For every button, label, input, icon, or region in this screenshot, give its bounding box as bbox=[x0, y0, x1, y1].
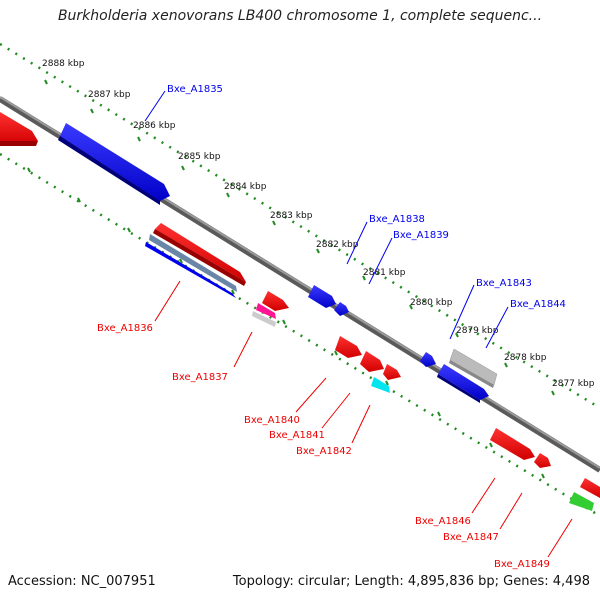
gene-red-small-2[interactable] bbox=[383, 364, 401, 380]
gene-Bxe_A1840[interactable] bbox=[335, 336, 362, 358]
forward-genes bbox=[58, 123, 498, 403]
gene-Bxe_A1838[interactable] bbox=[308, 285, 336, 308]
gene-Bxe_A1836[interactable] bbox=[145, 223, 246, 298]
forward-gene-labels: Bxe_A1835 Bxe_A1838 Bxe_A1839 Bxe_A1843 … bbox=[167, 84, 566, 310]
gene-label: Bxe_A1843 bbox=[476, 278, 532, 289]
tick-label: 2883 kbp bbox=[270, 211, 313, 221]
gene-label: Bxe_A1847 bbox=[443, 532, 499, 543]
gene-Bxe_A1842[interactable] bbox=[371, 377, 390, 393]
gene-Bxe_A1839[interactable] bbox=[334, 302, 349, 316]
gene-Bxe_A1843[interactable] bbox=[420, 352, 436, 367]
gene-label: Bxe_A1846 bbox=[415, 516, 471, 527]
gene-Bxe_A1846[interactable] bbox=[490, 428, 535, 460]
gene-label: Bxe_A1844 bbox=[510, 299, 566, 310]
gene-Bxe_A1844[interactable] bbox=[437, 364, 489, 403]
reverse-gene-labels: Bxe_A1836 Bxe_A1837 Bxe_A1840 Bxe_A1841 … bbox=[97, 323, 550, 570]
tick-label: 2885 kbp bbox=[178, 152, 221, 162]
gene-label: Bxe_A1839 bbox=[393, 230, 449, 241]
gene-label: Bxe_A1840 bbox=[244, 415, 300, 426]
gene-label: Bxe_A1837 bbox=[172, 372, 228, 383]
gene-Bxe_A1847[interactable] bbox=[534, 453, 551, 468]
tick-label: 2884 kbp bbox=[224, 182, 267, 192]
tick-label: 2877 kbp bbox=[552, 379, 595, 389]
gene-label: Bxe_A1841 bbox=[269, 430, 325, 441]
tick-label: 2878 kbp bbox=[504, 353, 547, 363]
forward-leader-lines bbox=[144, 90, 509, 349]
gene-label: Bxe_A1842 bbox=[296, 446, 352, 457]
gene-grey[interactable] bbox=[449, 348, 498, 388]
gene-Bxe_A1841[interactable] bbox=[360, 351, 384, 372]
tick-label: 2882 kbp bbox=[316, 240, 359, 250]
tick-label: 2887 kbp bbox=[88, 90, 131, 100]
outer-major-ticks bbox=[44, 79, 555, 396]
gene-label: Bxe_A1838 bbox=[369, 214, 425, 225]
tick-label: 2888 kbp bbox=[42, 59, 85, 69]
gene-Bxe_A1837[interactable] bbox=[252, 303, 276, 327]
reverse-genes bbox=[0, 112, 600, 511]
tick-labels: 2888 kbp 2887 kbp 2886 kbp 2885 kbp 2884… bbox=[42, 59, 595, 389]
gene-red-left[interactable] bbox=[0, 112, 38, 146]
tick-label: 2879 kbp bbox=[456, 326, 499, 336]
tick-label: 2881 kbp bbox=[363, 268, 406, 278]
map-title: Burkholderia xenovorans LB400 chromosome… bbox=[57, 8, 543, 24]
gene-Bxe_A1849[interactable] bbox=[569, 492, 594, 511]
gene-red-small-1[interactable] bbox=[262, 291, 289, 311]
tick-label: 2880 kbp bbox=[410, 298, 453, 308]
gene-label: Bxe_A1835 bbox=[167, 84, 223, 95]
gene-red-right[interactable] bbox=[580, 478, 600, 498]
tick-track-inner bbox=[0, 152, 600, 518]
gene-label: Bxe_A1849 bbox=[494, 559, 550, 570]
accession-text: Accession: NC_007951 bbox=[8, 574, 156, 589]
tick-label: 2886 kbp bbox=[133, 121, 176, 131]
gene-label: Bxe_A1836 bbox=[97, 323, 153, 334]
inner-major-ticks bbox=[27, 167, 545, 479]
reverse-leader-lines bbox=[154, 280, 573, 558]
topology-text: Topology: circular; Length: 4,895,836 bp… bbox=[232, 574, 590, 589]
gene-Bxe_A1835[interactable] bbox=[58, 123, 170, 205]
